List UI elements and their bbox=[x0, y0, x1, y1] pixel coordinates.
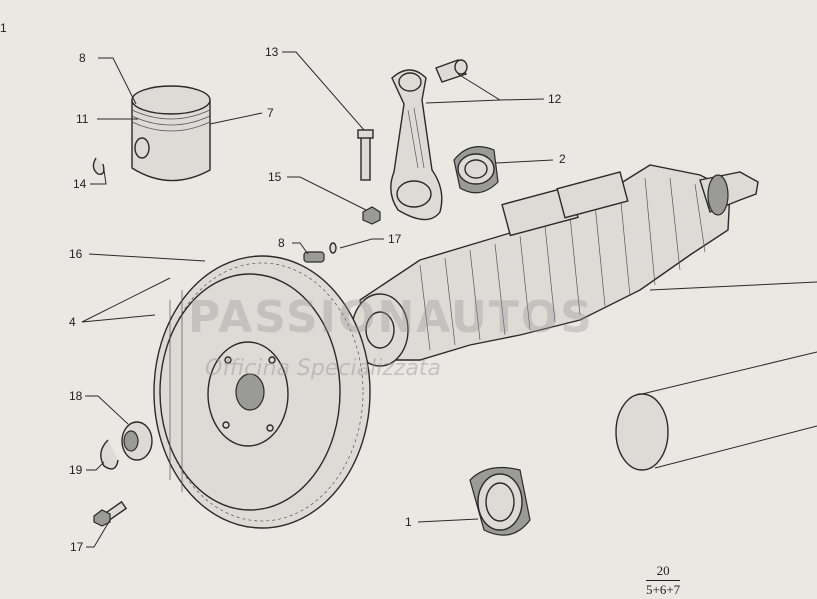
corner-mark: 1 bbox=[0, 21, 7, 35]
callout-4: 4 bbox=[69, 315, 76, 329]
dowel-pin bbox=[303, 251, 325, 263]
callout-19: 19 bbox=[69, 463, 83, 477]
connecting-rod-nut bbox=[362, 206, 381, 225]
piston-pin-circlip bbox=[92, 157, 105, 175]
figure-reference: 20 5+6+7 bbox=[646, 563, 681, 598]
callout-5: 7 bbox=[267, 106, 274, 120]
figure-pages: 5+6+7 bbox=[646, 582, 681, 597]
connecting-rod bbox=[390, 69, 443, 221]
callout-13: 15 bbox=[268, 170, 282, 184]
bearing-circlip bbox=[100, 439, 119, 470]
small-end-bushing bbox=[435, 59, 468, 83]
callout-15: 17 bbox=[70, 540, 84, 554]
crankshaft bbox=[351, 164, 817, 367]
big-end-bearing bbox=[453, 146, 499, 194]
piston bbox=[131, 85, 211, 182]
watermark-subtitle: Officina Specializzata bbox=[205, 356, 441, 381]
main-bearing-shell bbox=[469, 467, 531, 536]
callout-18: 18 bbox=[69, 389, 83, 403]
callout-11: 12 bbox=[548, 92, 562, 106]
connecting-rod-bolt bbox=[357, 129, 374, 181]
leader-lines bbox=[81, 51, 554, 548]
snap-ring bbox=[329, 242, 337, 254]
callout-1: 1 bbox=[405, 515, 412, 529]
callout-8: 8 bbox=[278, 236, 285, 250]
callout-12: 13 bbox=[265, 45, 279, 59]
thrust-washer bbox=[615, 351, 817, 471]
figure-number: 20 bbox=[646, 563, 681, 581]
flywheel bbox=[153, 255, 371, 529]
callout-6: 8 bbox=[79, 51, 86, 65]
pilot-bearing bbox=[121, 421, 153, 461]
callout-7: 11 bbox=[76, 112, 89, 126]
watermark-title: PASSIONAUTOS bbox=[188, 292, 594, 343]
callout-14: 14 bbox=[73, 177, 87, 191]
callout-2: 2 bbox=[559, 152, 566, 166]
callout-17: 17 bbox=[388, 232, 402, 246]
callout-16: 16 bbox=[69, 247, 83, 261]
flywheel-bolt bbox=[93, 500, 128, 527]
